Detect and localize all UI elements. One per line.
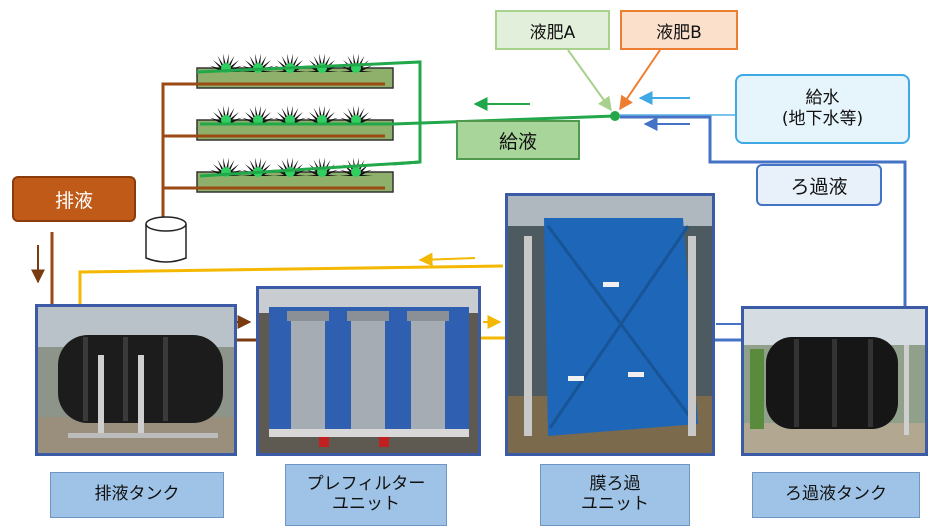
fertilizer-b-box: 液肥B: [620, 10, 738, 50]
recirculation-line: [78, 264, 504, 304]
filtrate-label: ろ過液: [790, 175, 848, 198]
drainage-box: 排液: [12, 176, 136, 222]
prefilter-unit-photo: [256, 286, 481, 456]
prefilter-sublabel: ユニット: [332, 494, 400, 514]
water-supply-box: 給水 (地下水等): [735, 74, 910, 144]
membrane-label: 膜ろ過: [589, 474, 641, 495]
filtrate-box: ろ過液: [756, 164, 882, 206]
recirculation-arrow: [418, 252, 476, 267]
membrane-sublabel: ユニット: [581, 494, 649, 514]
feed-label: 給液: [498, 130, 537, 153]
mixing-junction: [610, 111, 620, 121]
filtrate-tank-label: ろ過液タンク: [785, 484, 887, 505]
membrane-unit-photo: [505, 193, 715, 456]
drain-pipes: [50, 82, 385, 304]
fertilizer-b-line: [619, 49, 661, 111]
water-supply-label: 給水: [805, 87, 840, 108]
filtrate-tank-label-box: ろ過液タンク: [752, 472, 920, 518]
drainage-label: 排液: [54, 189, 93, 212]
filtrate-return-line: [620, 115, 907, 306]
membrane-label-box: 膜ろ過 ユニット: [540, 464, 690, 526]
filtrate-tank-photo: [741, 306, 928, 456]
collection-bucket: [145, 216, 187, 263]
feed-box: 給液: [456, 120, 580, 160]
fertilizer-a-line: [567, 49, 612, 112]
drain-tank-label-box: 排液タンク: [50, 472, 224, 518]
prefilter-label-box: プレフィルター ユニット: [285, 464, 447, 526]
prefilter-label: プレフィルター: [306, 474, 426, 495]
fertilizer-a-box: 液肥A: [495, 10, 610, 50]
water-supply-sublabel: (地下水等): [781, 109, 864, 129]
drain-tank-photo: [35, 304, 237, 456]
fertilizer-b-label: 液肥B: [656, 22, 702, 43]
fertilizer-a-label: 液肥A: [529, 22, 576, 43]
drain-tank-label: 排液タンク: [94, 484, 180, 505]
feed-pipes: [196, 60, 616, 178]
